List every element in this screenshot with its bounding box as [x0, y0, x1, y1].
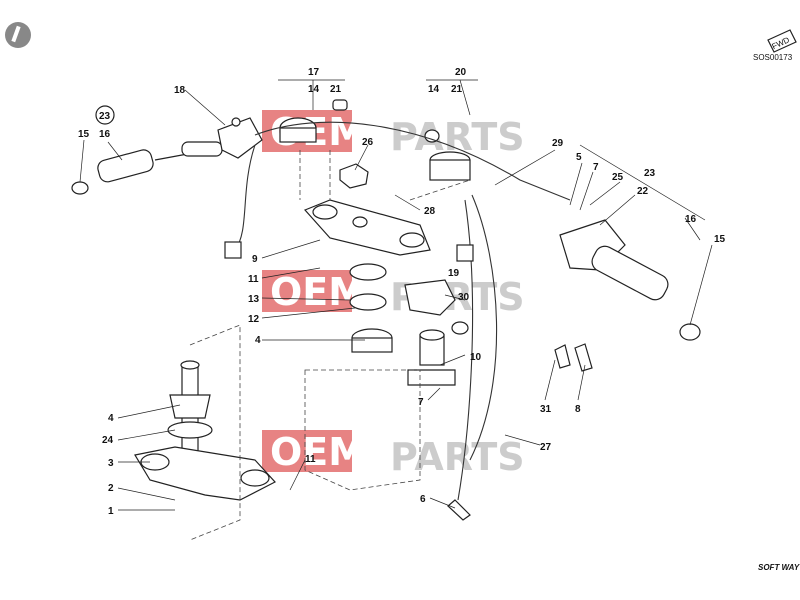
callout-25: 25 — [612, 172, 624, 183]
upper-triple-clamp — [303, 199, 431, 256]
callout-27: 27 — [540, 442, 552, 453]
callout-19: 19 — [448, 268, 460, 279]
callout-6: 6 — [420, 494, 426, 505]
callout-22: 22 — [637, 186, 649, 197]
callout-11b: 11 — [305, 454, 316, 465]
ignition-lock — [407, 321, 469, 386]
callout-10: 10 — [470, 352, 482, 363]
callout-5: 5 — [576, 152, 582, 163]
cable-27 — [469, 194, 498, 461]
callout-20: 20 — [455, 67, 467, 78]
right-grip — [591, 245, 701, 341]
bearing-rings — [349, 263, 393, 353]
callout-21b: 21 — [451, 84, 463, 95]
callout-14a: 14 — [308, 84, 320, 95]
callout-7: 7 — [593, 162, 599, 173]
svg-text:PARTS: PARTS — [390, 435, 525, 479]
connector-right — [456, 244, 474, 262]
callout-31: 31 — [540, 404, 552, 415]
lower-triple-clamp — [134, 446, 276, 501]
steering-stem — [167, 360, 213, 476]
watermark-bottom: OEM PARTS — [262, 430, 525, 479]
fwd-arrow-icon: FWD — [767, 29, 797, 53]
callout-21a: 21 — [330, 84, 342, 95]
callout-23a-circle — [95, 105, 115, 125]
dashed-assembly-lines — [189, 324, 241, 541]
leader-lines — [79, 79, 713, 511]
callout-7b: 7 — [418, 397, 424, 408]
callout-14b: 14 — [428, 84, 440, 95]
svg-text:PARTS: PARTS — [390, 115, 525, 159]
connector-left — [224, 241, 242, 259]
callout-2: 2 — [108, 483, 114, 494]
callout-18: 18 — [174, 85, 186, 96]
diagram-code: SOS00173 — [753, 53, 793, 62]
callout-17: 17 — [308, 67, 320, 78]
watermark-middle: OEM PARTS — [262, 270, 525, 319]
handlebar-tube — [254, 121, 571, 201]
callout-30: 30 — [458, 292, 470, 303]
callout-24: 24 — [102, 435, 114, 446]
callout-23b: 23 — [644, 168, 656, 179]
callout-11a: 11 — [248, 274, 259, 285]
callout-28: 28 — [424, 206, 436, 217]
steering-nut — [339, 163, 369, 189]
callout-4b: 4 — [108, 413, 114, 424]
callout-13: 13 — [248, 294, 260, 305]
callout-15a: 15 — [78, 129, 90, 140]
callout-4a: 4 — [255, 335, 261, 346]
frame-outline — [304, 369, 421, 491]
callout-3: 3 — [108, 458, 114, 469]
callout-1: 1 — [108, 506, 114, 517]
callout-26: 26 — [362, 137, 374, 148]
svg-text:OEM: OEM — [270, 270, 366, 314]
info-badge-icon — [5, 22, 31, 48]
callout-9: 9 — [252, 254, 258, 265]
callout-16a: 16 — [99, 129, 111, 140]
left-grip — [71, 141, 223, 195]
cable-end-6 — [447, 499, 471, 521]
callout-23a: 23 — [99, 111, 111, 122]
callout-12: 12 — [248, 314, 260, 325]
callout-29: 29 — [552, 138, 564, 149]
left-switch — [217, 117, 263, 159]
callout-8: 8 — [575, 404, 581, 415]
keys — [554, 343, 593, 372]
svg-text:OEM: OEM — [270, 430, 366, 474]
callout-16b: 16 — [685, 214, 697, 225]
callout-15b: 15 — [714, 234, 726, 245]
bracket-19 — [404, 279, 456, 316]
brand-mark: SOFT WAY — [758, 563, 800, 572]
